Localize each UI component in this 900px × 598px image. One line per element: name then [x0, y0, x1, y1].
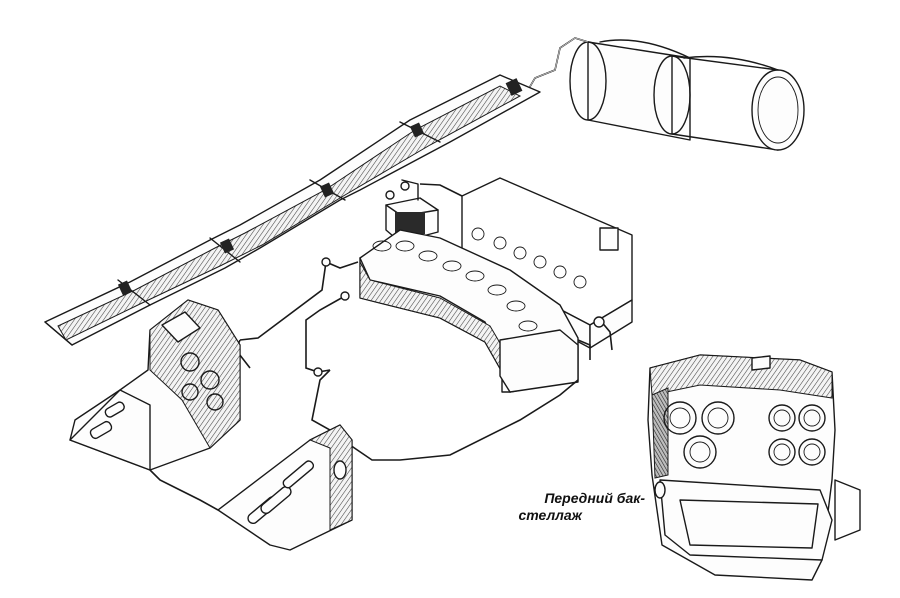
front-rack-caption-line1: Передний бак- — [544, 490, 645, 506]
rear-tank-block — [69, 299, 241, 471]
ammo-rack-ring — [359, 229, 579, 393]
front-rack-caption-line2: стеллаж — [518, 507, 582, 523]
side-fuel-tanks-strip — [44, 74, 541, 346]
drum-tanks — [527, 37, 805, 151]
fuel-lines — [149, 257, 613, 511]
front-tank-rack — [647, 354, 861, 581]
front-lower-tank — [217, 424, 353, 551]
